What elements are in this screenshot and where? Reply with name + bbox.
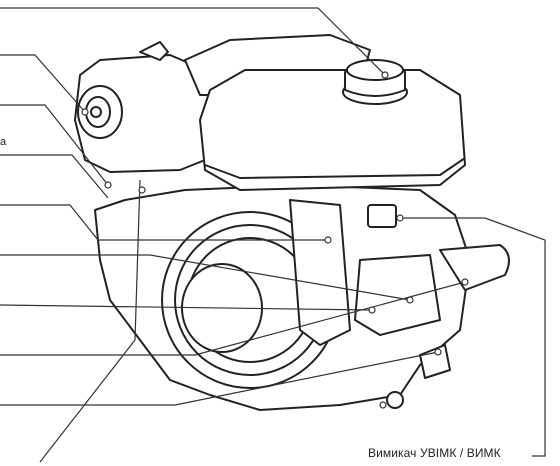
leader-choke: [0, 54, 86, 113]
callout-dot-oil: [379, 401, 387, 409]
callout-dots: [81, 71, 469, 409]
leader-starter-handle: [0, 254, 411, 301]
fuel-valve-lever: [367, 204, 397, 228]
fuel-tank: [199, 69, 466, 191]
callout-dot-drain: [434, 348, 442, 356]
control-panel: [354, 254, 441, 336]
callout-dot-control: [461, 278, 469, 286]
callout-dot-fuel-cap: [381, 71, 389, 79]
oil-drain-plug: [386, 391, 404, 409]
callout-dot-switch: [396, 214, 404, 222]
callout-dot-carburetor: [138, 186, 146, 194]
engine-illustration: [74, 34, 510, 411]
leader-lines: [0, 7, 546, 463]
callout-dot-fuel-valve: [324, 236, 332, 244]
side-label: а: [0, 136, 7, 148]
oil-filler: [419, 344, 451, 379]
fuel-cap-top: [346, 59, 404, 81]
leader-air-filter: [0, 104, 109, 186]
starter-handle: [289, 199, 351, 346]
choke-knob-center: [90, 106, 102, 118]
callout-dot-air-filter: [104, 181, 112, 189]
callout-dot-starter-handle: [406, 296, 414, 304]
on-off-switch-caption: Вимикач УВІМК / ВИМК: [368, 446, 501, 460]
callout-dot-choke: [81, 108, 89, 116]
leader-fuel-valve: [0, 204, 328, 241]
leader-drain: [0, 351, 439, 406]
leader-control: [0, 281, 466, 356]
leader-carburetor: [0, 154, 109, 199]
leader-fuel-cap: [0, 7, 386, 76]
leader-switch: [400, 217, 546, 457]
air-filter-cap: [139, 41, 169, 61]
callout-dot-recoil: [368, 306, 376, 314]
leader-recoil: [0, 304, 373, 311]
leader-diagonal: [39, 179, 141, 463]
output-shaft: [439, 244, 510, 291]
fuel-tank-seam: [204, 157, 466, 179]
